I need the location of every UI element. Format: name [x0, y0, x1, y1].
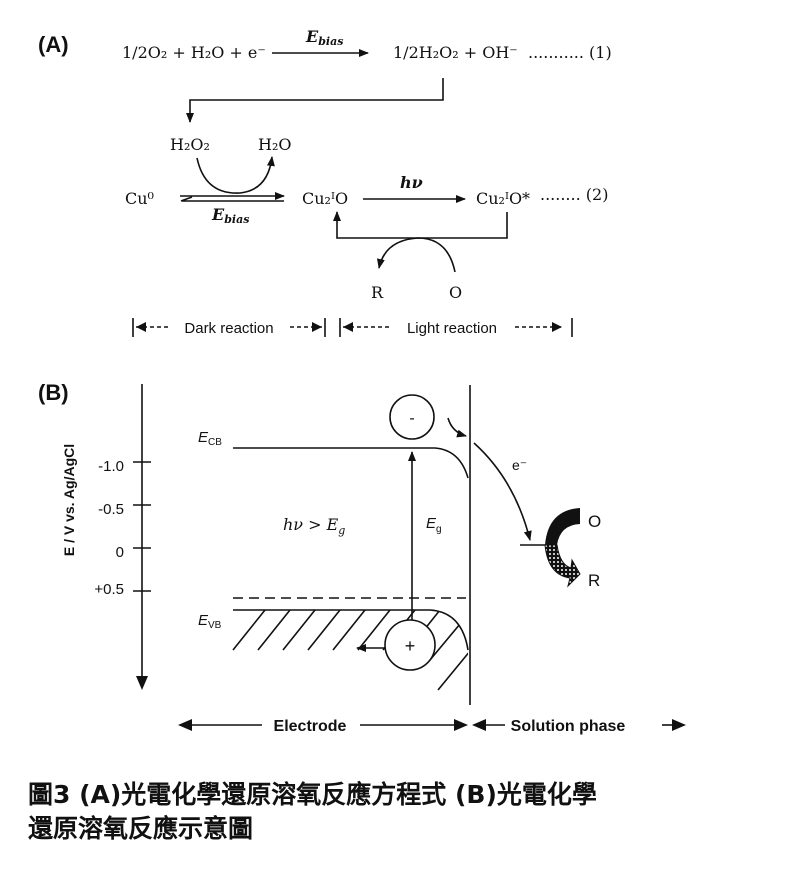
electrode-span: Electrode	[178, 718, 468, 735]
valence-band	[233, 609, 469, 651]
evb-label: EVB	[198, 612, 222, 631]
axis-ticks: -1.0 -0.5 0 +0.5	[94, 458, 151, 598]
hv-label: hν	[400, 173, 423, 192]
dark-reaction-label: Dark reaction	[184, 320, 273, 337]
conduction-band	[233, 447, 469, 479]
reverse-arrow	[180, 196, 284, 202]
electron-label: e⁻	[512, 457, 527, 473]
valence-band-hatching	[232, 610, 468, 691]
eq1-bias-label: Ebias	[305, 27, 343, 48]
hv-condition-label: hν > Eg	[283, 515, 345, 537]
cu2o-excited-label: Cu₂ᴵO*	[476, 189, 530, 208]
plus-sign: +	[405, 636, 416, 656]
r-label: R	[371, 283, 384, 302]
panel-a-label: (A)	[38, 32, 69, 57]
caption-line-2: 還原溶氧反應示意圖	[28, 814, 254, 843]
axis-arrowhead	[136, 676, 148, 690]
eq1-number: ........... (1)	[528, 43, 612, 62]
eq2-bias-label: Ebias	[211, 205, 249, 226]
h2o2-label: H₂O₂	[170, 135, 210, 154]
panel-b-label: (B)	[38, 380, 69, 405]
h2o-label: H₂O	[258, 135, 291, 154]
r-label-b: R	[588, 571, 600, 590]
cu2o-label: Cu₂ᴵO	[302, 189, 348, 208]
dark-reaction-span: Dark reaction	[132, 318, 326, 337]
caption-line-1: 圖3 (A)光電化學還原溶氧反應方程式 (B)光電化學	[28, 780, 597, 809]
tick-label: -0.5	[98, 501, 124, 518]
figure-caption: 圖3 (A)光電化學還原溶氧反應方程式 (B)光電化學 還原溶氧反應示意圖	[28, 778, 788, 846]
electron-transfer-arrow	[447, 417, 467, 438]
solution-phase-span: Solution phase	[472, 718, 686, 735]
tick-label: -1.0	[98, 458, 124, 475]
eq2-number: ........ (2)	[540, 185, 608, 204]
o-label-b: O	[588, 512, 601, 531]
y-axis-label: E / V vs. Ag/AgCl	[61, 444, 77, 556]
tick-label: 0	[116, 544, 124, 561]
h2o2-to-h2o-curved-arrow	[196, 156, 275, 194]
light-reaction-label: Light reaction	[407, 320, 497, 337]
regeneration-arrow	[333, 211, 508, 239]
ecb-label: ECB	[198, 429, 222, 448]
light-reaction-span: Light reaction	[339, 318, 573, 337]
o-reactant-arrow-shape	[545, 508, 580, 545]
o-to-r-curved-arrow	[376, 237, 456, 273]
eg-label: Eg	[426, 515, 442, 535]
cu0-label: Cu⁰	[125, 189, 154, 208]
tick-label: +0.5	[94, 581, 124, 598]
electron-to-solution-arrow	[473, 442, 532, 541]
solution-phase-label: Solution phase	[511, 718, 626, 735]
electrode-label: Electrode	[274, 718, 347, 735]
eq1-reactants: 1/2O₂ + H₂O + e⁻	[122, 43, 266, 62]
eq1-products: 1/2H₂O₂ + OH⁻	[393, 43, 518, 62]
electron-circle	[389, 394, 435, 440]
minus-sign: -	[409, 410, 414, 427]
r-product-arrow	[544, 544, 581, 588]
hole-circle	[384, 619, 436, 671]
h2o2-transfer-arrow	[186, 78, 444, 123]
o-label: O	[449, 283, 462, 302]
